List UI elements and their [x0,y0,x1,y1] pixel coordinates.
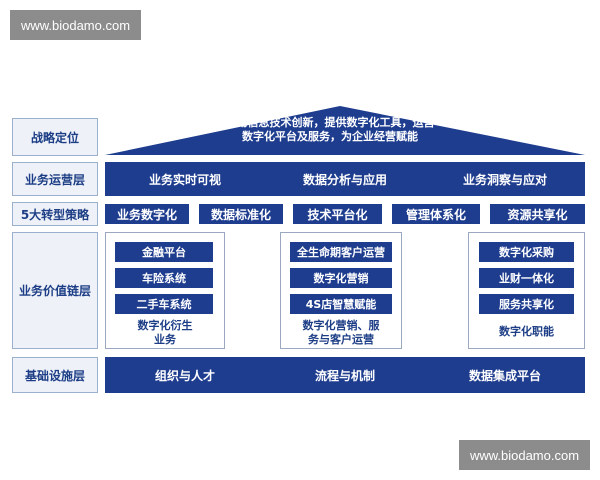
roof-triangle [105,106,585,155]
value-item: 金融平台 [115,242,213,262]
value-item: 车险系统 [115,268,213,288]
operation-item: 数据分析与应用 [302,172,387,187]
strategy-box: 业务数字化 [105,204,189,224]
value-group-derivative: 金融平台 车险系统 二手车系统 数字化衍生 业务 [105,232,225,349]
strategy-box: 管理体系化 [392,204,480,224]
caption-line: 数字化营销、服 [302,319,380,332]
operation-band: 业务实时可视 数据分析与应用 业务洞察与应对 [105,162,585,196]
value-item: 服务共享化 [479,294,574,314]
value-item: 全生命期客户运营 [290,242,392,262]
watermark-top: www.biodamo.com [10,10,141,40]
infra-item: 数据集成平台 [468,368,541,383]
value-group-caption: 数字化营销、服 务与客户运营 [281,319,401,347]
value-group-functions: 数字化采购 业财一体化 服务共享化 数字化职能 [468,232,585,349]
value-item: 二手车系统 [115,294,213,314]
caption-line: 务与客户运营 [308,333,374,346]
operation-item: 业务洞察与应对 [462,172,547,187]
caption-line: 数字化职能 [499,325,554,338]
value-group-marketing: 全生命期客户运营 数字化营销 4S店智慧赋能 数字化营销、服 务与客户运营 [280,232,402,349]
side-label-transform: 5大转型策略 [12,202,98,226]
strategy-box: 技术平台化 [293,204,382,224]
value-item: 4S店智慧赋能 [290,294,392,314]
infra-band: 组织与人才 流程与机制 数据集成平台 [105,357,585,393]
caption-line: 数字化衍生 [137,319,193,332]
strategy-box: 数据标准化 [199,204,283,224]
operation-item: 业务实时可视 [148,172,221,187]
value-item: 数字化采购 [479,242,574,262]
strategy-roof [105,106,585,155]
value-group-caption: 数字化衍生 业务 [106,319,224,347]
strategy-statement: 推动信息技术创新，提供数字化工具，运营 数字化平台及服务，为企业经营赋能 [220,116,440,144]
side-label-strategy: 战略定位 [12,118,98,156]
value-item: 业财一体化 [479,268,574,288]
side-label-value-chain: 业务价值链层 [12,232,98,349]
value-group-caption: 数字化职能 [469,325,584,339]
infra-item: 组织与人才 [154,368,215,383]
infra-item: 流程与机制 [314,368,375,383]
watermark-bottom: www.biodamo.com [459,440,590,470]
strategy-line-2: 数字化平台及服务，为企业经营赋能 [242,130,418,143]
side-label-operation: 业务运营层 [12,162,98,196]
value-item: 数字化营销 [290,268,392,288]
caption-line: 业务 [154,333,176,346]
strategy-line-1: 推动信息技术创新，提供数字化工具，运营 [225,116,435,129]
side-label-infra: 基础设施层 [12,357,98,393]
strategy-box: 资源共享化 [490,204,585,224]
